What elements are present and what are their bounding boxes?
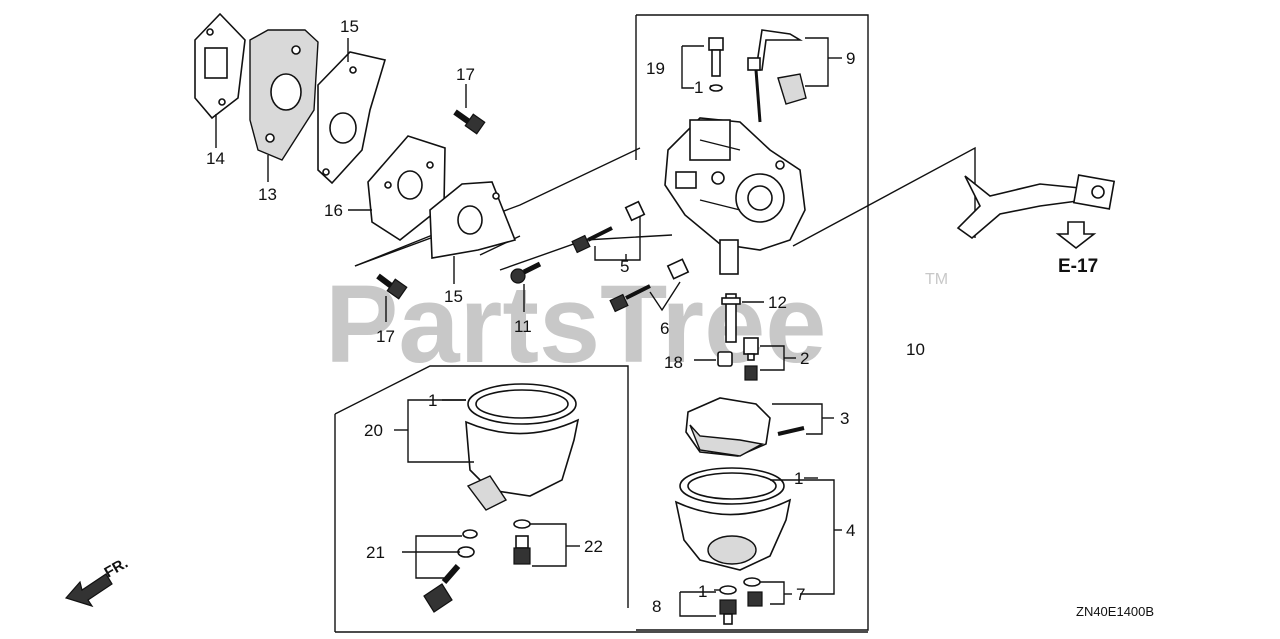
callout-19: 19 — [646, 59, 665, 78]
part-6-drain-screw-set[interactable] — [609, 258, 690, 313]
part-21-drain-plug[interactable] — [423, 529, 478, 613]
leader-21 — [415, 535, 462, 579]
callout-15-lower: 15 — [444, 287, 463, 306]
callout-1-bottom: 1 — [698, 582, 707, 601]
front-direction-arrow — [64, 573, 113, 608]
part-22-drain-bolt[interactable] — [513, 519, 531, 565]
callout-5: 5 — [620, 257, 629, 276]
carburetor-body[interactable] — [664, 117, 806, 275]
leader-22 — [530, 523, 567, 567]
leader-20 — [407, 399, 474, 463]
leader-4 — [770, 479, 835, 595]
leader-6 — [649, 281, 681, 312]
part-7-drain-screw[interactable] — [743, 577, 763, 607]
part-15-gasket-upper[interactable] — [317, 51, 387, 185]
bowl-kit-outline — [334, 365, 629, 608]
callout-7: 7 — [796, 585, 805, 604]
watermark-trademark: TM — [925, 271, 948, 288]
leader-8 — [679, 592, 716, 617]
callout-10: 10 — [906, 340, 925, 359]
callout-4: 4 — [846, 521, 855, 540]
callout-6: 6 — [660, 319, 669, 338]
callout-13: 13 — [258, 185, 277, 204]
part-9-choke-lever[interactable] — [747, 29, 807, 123]
part-2-float-valve[interactable] — [743, 337, 759, 381]
callout-17-upper: 17 — [456, 65, 475, 84]
diagram-code: ZN40E1400B — [1076, 604, 1154, 619]
callout-20: 20 — [364, 421, 383, 440]
callout-12: 12 — [768, 293, 787, 312]
part-15-gasket-lower[interactable] — [429, 181, 517, 259]
part-18-main-jet[interactable] — [717, 351, 733, 367]
part-20-float-chamber-kit[interactable] — [465, 383, 580, 511]
callout-9: 9 — [846, 49, 855, 68]
part-8-drain-bolt[interactable] — [719, 585, 737, 625]
callout-15-upper: 15 — [340, 17, 359, 36]
part-19-screw[interactable] — [708, 37, 724, 92]
part-13-insulator[interactable] — [249, 29, 319, 161]
part-3-float[interactable] — [685, 397, 805, 457]
leader-9 — [805, 37, 829, 87]
callout-11: 11 — [514, 317, 532, 336]
part-5-pilot-screw-set[interactable] — [571, 200, 646, 254]
part-17-bolt-upper[interactable] — [453, 109, 486, 135]
callout-8: 8 — [652, 597, 661, 616]
callout-21: 21 — [366, 543, 385, 562]
callout-3: 3 — [840, 409, 849, 428]
callout-17-lower: 17 — [376, 327, 395, 346]
callout-16: 16 — [324, 201, 343, 220]
fuel-tube-outline — [792, 146, 976, 247]
callout-1-right: 1 — [794, 469, 803, 488]
part-14-gasket[interactable] — [194, 12, 246, 120]
leader-7 — [760, 581, 785, 605]
part-12-nozzle[interactable] — [721, 293, 741, 343]
reference-arrow[interactable] — [1055, 221, 1097, 250]
leader-3 — [772, 403, 823, 435]
assembly-outline-10 — [636, 14, 869, 631]
leader-5 — [594, 216, 641, 261]
leader-19 — [681, 46, 694, 89]
callout-22: 22 — [584, 537, 603, 556]
fuel-tube[interactable] — [956, 174, 1116, 240]
gasket-group-outline — [354, 147, 641, 267]
part-16-insulator[interactable] — [367, 135, 446, 241]
reference-label: E-17 — [1058, 256, 1098, 277]
callout-1-top: 1 — [694, 78, 703, 97]
callout-18: 18 — [664, 353, 683, 372]
part-17-bolt-lower[interactable] — [376, 273, 408, 300]
outline-seg-2 — [354, 231, 441, 267]
callout-2: 2 — [800, 349, 809, 368]
callout-14: 14 — [206, 149, 225, 168]
part-11-screw[interactable] — [510, 261, 542, 284]
part-4-float-chamber[interactable] — [674, 467, 792, 571]
callout-1-left: 1 — [428, 391, 437, 410]
